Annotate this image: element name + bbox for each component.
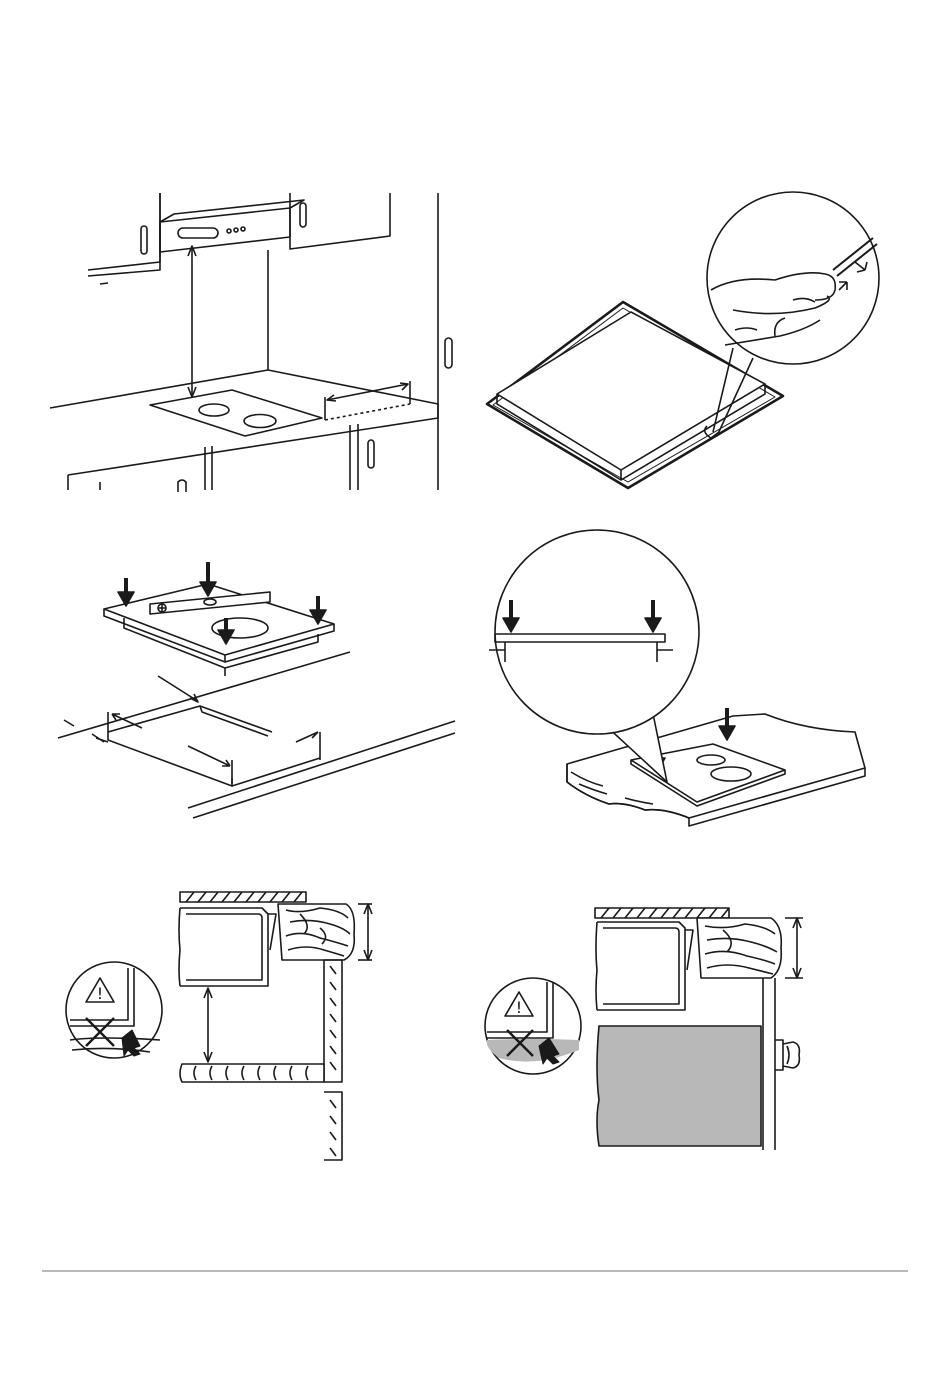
warning-exclamation-icon: !: [97, 984, 103, 1003]
figure-section-shelf: !: [0, 870, 475, 1170]
page-footer-rule: [42, 1270, 908, 1272]
warning-exclamation-icon: !: [516, 998, 522, 1017]
figure-hood-clearance: [0, 0, 475, 500]
figure-seal-strip: [475, 0, 950, 500]
figure-press-into-worktop: [475, 520, 950, 840]
figure-cutout-install: [0, 520, 475, 840]
figure-section-oven: !: [475, 870, 950, 1170]
